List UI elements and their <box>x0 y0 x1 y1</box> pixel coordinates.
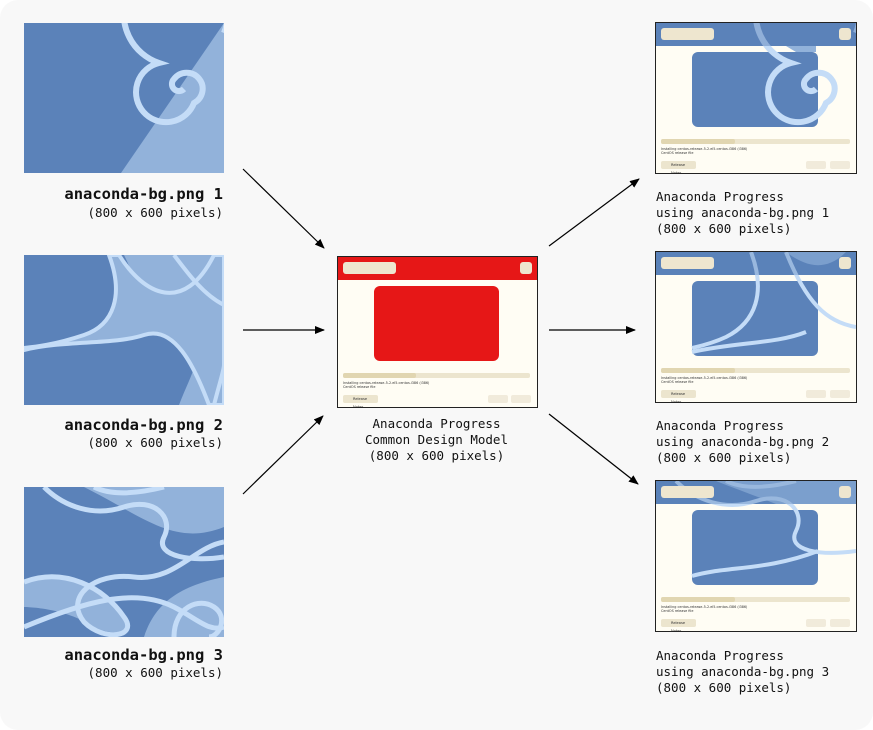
background-3-size: (800 x 600 pixels) <box>87 665 223 680</box>
result-2-status-line-1: Installing centos-release-5-2.el5.centos… <box>661 376 748 380</box>
background-1-size: (800 x 600 pixels) <box>87 205 223 220</box>
background-3-thumbnail <box>24 487 224 637</box>
model-content-area <box>374 286 499 361</box>
model-back-button[interactable] <box>488 395 508 403</box>
model-corner-icon <box>520 262 532 274</box>
result-2-caption-line-1: Anaconda Progress <box>656 418 784 433</box>
result-1-caption-line-3: (800 x 600 pixels) <box>656 221 792 236</box>
result-1-caption-line-2: using anaconda-bg.png 1 <box>656 205 830 220</box>
result-2-caption: Anaconda Progress using anaconda-bg.png … <box>656 418 829 466</box>
result-1-caption: Anaconda Progress using anaconda-bg.png … <box>656 189 829 237</box>
result-2-status-line-2: CentOS release file <box>661 380 694 384</box>
result-1-logo-placeholder <box>661 28 714 40</box>
arrow-model-to-result-3 <box>548 413 639 485</box>
result-1-progress-fill <box>661 139 735 144</box>
model-logo-placeholder <box>343 262 396 274</box>
result-3-caption-line-1: Anaconda Progress <box>656 648 784 663</box>
background-2-size: (800 x 600 pixels) <box>87 435 223 450</box>
center-caption-line-3: (800 x 600 pixels) <box>368 448 505 463</box>
background-1-title: anaconda-bg.png 1 <box>64 185 223 203</box>
center-caption-line-1: Anaconda Progress <box>372 416 501 431</box>
model-progress-track <box>343 373 530 378</box>
result-1-preview: Installing centos-release-5-2.el5.centos… <box>655 22 857 174</box>
result-3-caption-line-3: (800 x 600 pixels) <box>656 680 792 695</box>
result-2-logo-placeholder <box>661 257 714 269</box>
result-2-preview: Installing centos-release-5-2.el5.centos… <box>655 251 857 403</box>
common-design-model-preview: Installing centos-release-5-2.el5.centos… <box>337 256 538 408</box>
model-status-line-2: CentOS release file <box>343 385 376 389</box>
result-1-back-button[interactable] <box>806 161 826 169</box>
result-2-caption-line-3: (800 x 600 pixels) <box>656 450 792 465</box>
background-2-thumbnail <box>24 255 224 405</box>
arrow-bg1-to-model <box>242 168 325 249</box>
model-release-notes-button[interactable]: Release Notes <box>343 395 378 407</box>
result-1-corner-icon <box>839 28 851 40</box>
result-2-caption-line-2: using anaconda-bg.png 2 <box>656 434 830 449</box>
result-1-status-line-1: Installing centos-release-5-2.el5.centos… <box>661 147 748 151</box>
result-2-progress-fill <box>661 368 735 373</box>
result-3-progress-fill <box>661 597 735 602</box>
arrow-bg3-to-model <box>242 415 324 495</box>
result-3-corner-icon <box>839 486 851 498</box>
arrow-model-to-result-1 <box>548 178 640 247</box>
result-2-next-button[interactable] <box>830 390 850 398</box>
result-3-next-button[interactable] <box>830 619 850 627</box>
center-caption: Anaconda Progress Common Design Model (8… <box>337 416 536 464</box>
result-2-corner-icon <box>839 257 851 269</box>
result-3-progress-track <box>661 597 850 602</box>
result-3-preview: Installing centos-release-5-2.el5.centos… <box>655 480 857 632</box>
result-1-progress-track <box>661 139 850 144</box>
background-2-title: anaconda-bg.png 2 <box>64 416 223 434</box>
result-3-status-line-1: Installing centos-release-5-2.el5.centos… <box>661 605 748 609</box>
result-2-back-button[interactable] <box>806 390 826 398</box>
center-caption-line-2: Common Design Model <box>365 432 508 447</box>
background-3-title: anaconda-bg.png 3 <box>64 646 223 664</box>
result-2-progress-track <box>661 368 850 373</box>
result-3-back-button[interactable] <box>806 619 826 627</box>
result-3-release-notes-button[interactable]: Release Notes <box>661 619 696 631</box>
model-next-button[interactable] <box>511 395 531 403</box>
result-3-status-line-2: CentOS release file <box>661 609 694 613</box>
result-1-caption-line-1: Anaconda Progress <box>656 189 784 204</box>
result-3-logo-placeholder <box>661 486 714 498</box>
result-2-release-notes-button[interactable]: Release Notes <box>661 390 696 402</box>
result-1-release-notes-button[interactable]: Release Notes <box>661 161 696 173</box>
model-progress-fill <box>343 373 416 378</box>
background-1-thumbnail <box>24 23 224 173</box>
result-3-caption-line-2: using anaconda-bg.png 3 <box>656 664 830 679</box>
model-status-line-1: Installing centos-release-5-2.el5.centos… <box>343 381 430 385</box>
result-1-status-line-2: CentOS release file <box>661 151 694 155</box>
result-1-next-button[interactable] <box>830 161 850 169</box>
result-3-caption: Anaconda Progress using anaconda-bg.png … <box>656 648 829 696</box>
